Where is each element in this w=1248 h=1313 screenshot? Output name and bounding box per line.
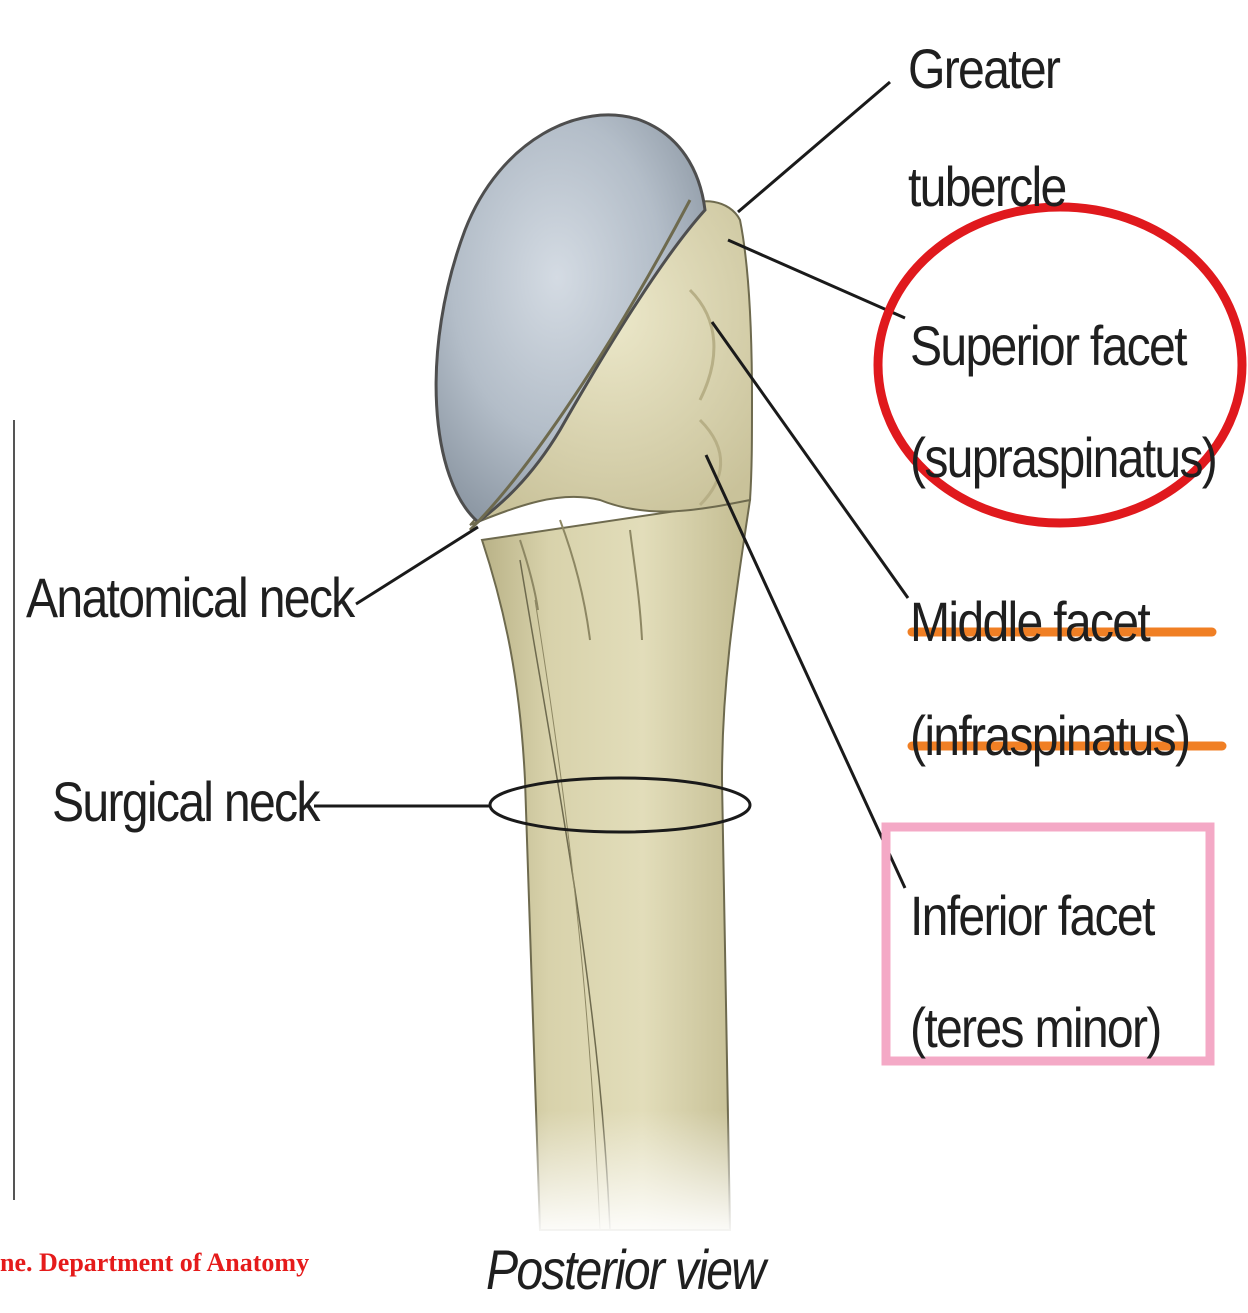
middle-facet-label: Middle facet (infraspinatus) xyxy=(910,565,1189,793)
inferior-facet-label-line1: Inferior facet xyxy=(910,860,1161,972)
inferior-facet-label: Inferior facet (teres minor) xyxy=(910,860,1161,1084)
anatomical-neck-label: Anatomical neck xyxy=(26,568,354,628)
greater-tubercle-label-line1: Greater xyxy=(908,10,1066,128)
middle-facet-label-line1: Middle facet xyxy=(910,565,1189,679)
footer-department-text: ne. Department of Anatomy xyxy=(0,1248,309,1278)
leader-line-superior-facet xyxy=(728,240,905,318)
leader-line-inferior-facet xyxy=(706,455,905,888)
superior-facet-label: Superior facet (supraspinatus) xyxy=(910,290,1216,514)
inferior-facet-label-line2: (teres minor) xyxy=(910,972,1161,1084)
surgical-neck-label: Surgical neck xyxy=(52,772,319,832)
shaft-fade xyxy=(520,1110,750,1240)
leader-line-anatomical-neck xyxy=(356,527,478,604)
view-caption: Posterior view xyxy=(486,1240,764,1300)
greater-tubercle-label-line2: tubercle xyxy=(908,128,1066,246)
superior-facet-label-line1: Superior facet xyxy=(910,290,1216,402)
superior-facet-label-line2: (supraspinatus) xyxy=(910,402,1216,514)
leader-line-greater-tubercle xyxy=(738,82,890,212)
middle-facet-label-line2: (infraspinatus) xyxy=(910,679,1189,793)
greater-tubercle-label: Greater tubercle xyxy=(908,10,1066,246)
